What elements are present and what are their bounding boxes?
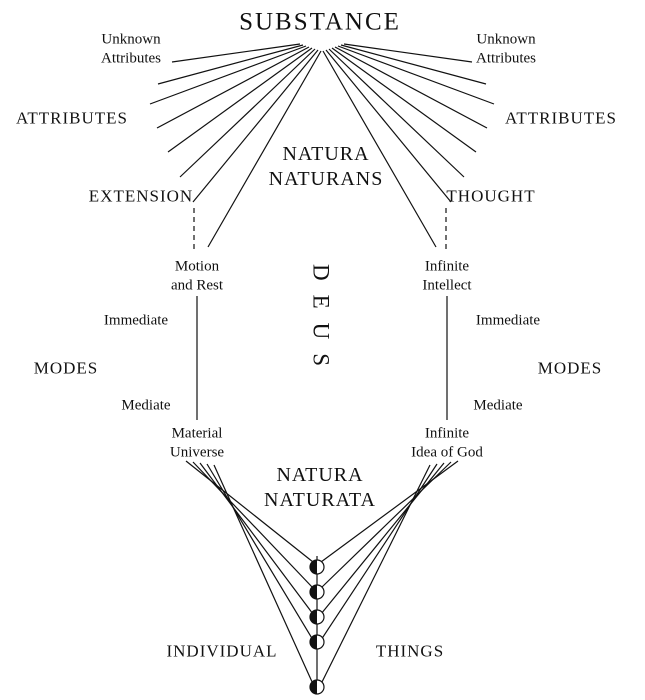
right-attributes-label: ATTRIBUTES bbox=[505, 108, 617, 128]
individual-label: INDIVIDUAL bbox=[166, 641, 278, 661]
thought-label: THOUGHT bbox=[446, 186, 536, 206]
things-label: THINGS bbox=[375, 641, 445, 661]
right-modes-label: MODES bbox=[537, 358, 603, 378]
left-individual-fan-lines bbox=[185, 460, 314, 685]
left-attribute-fan-lines bbox=[149, 43, 322, 248]
left-immediate-label: Immediate bbox=[103, 312, 169, 329]
motion-and-rest-label: Motion and Rest bbox=[170, 258, 224, 293]
infinite-intellect-label: Infinite Intellect bbox=[422, 258, 472, 293]
substance-label: SUBSTANCE bbox=[239, 8, 401, 36]
right-unknown-attributes-label: Unknown Attributes bbox=[476, 31, 536, 66]
deus-label: DEUS bbox=[308, 263, 334, 381]
left-mediate-label: Mediate bbox=[121, 397, 171, 414]
left-unknown-attributes-label: Unknown Attributes bbox=[101, 31, 161, 66]
infinite-idea-of-god-label: Infinite Idea of God bbox=[411, 425, 483, 460]
left-modes-label: MODES bbox=[33, 358, 99, 378]
left-attributes-label: ATTRIBUTES bbox=[16, 108, 128, 128]
material-universe-label: Material Universe bbox=[169, 425, 225, 460]
natura-naturans-label: NATURA NATURANS bbox=[268, 143, 384, 190]
natura-naturata-label: NATURA NATURATA bbox=[264, 464, 376, 511]
extension-label: EXTENSION bbox=[88, 186, 194, 206]
right-immediate-label: Immediate bbox=[475, 312, 541, 329]
right-mediate-label: Mediate bbox=[473, 397, 523, 414]
right-individual-fan-lines bbox=[320, 460, 459, 685]
individual-thing-circles bbox=[309, 559, 325, 695]
right-attribute-fan-lines bbox=[322, 43, 495, 248]
